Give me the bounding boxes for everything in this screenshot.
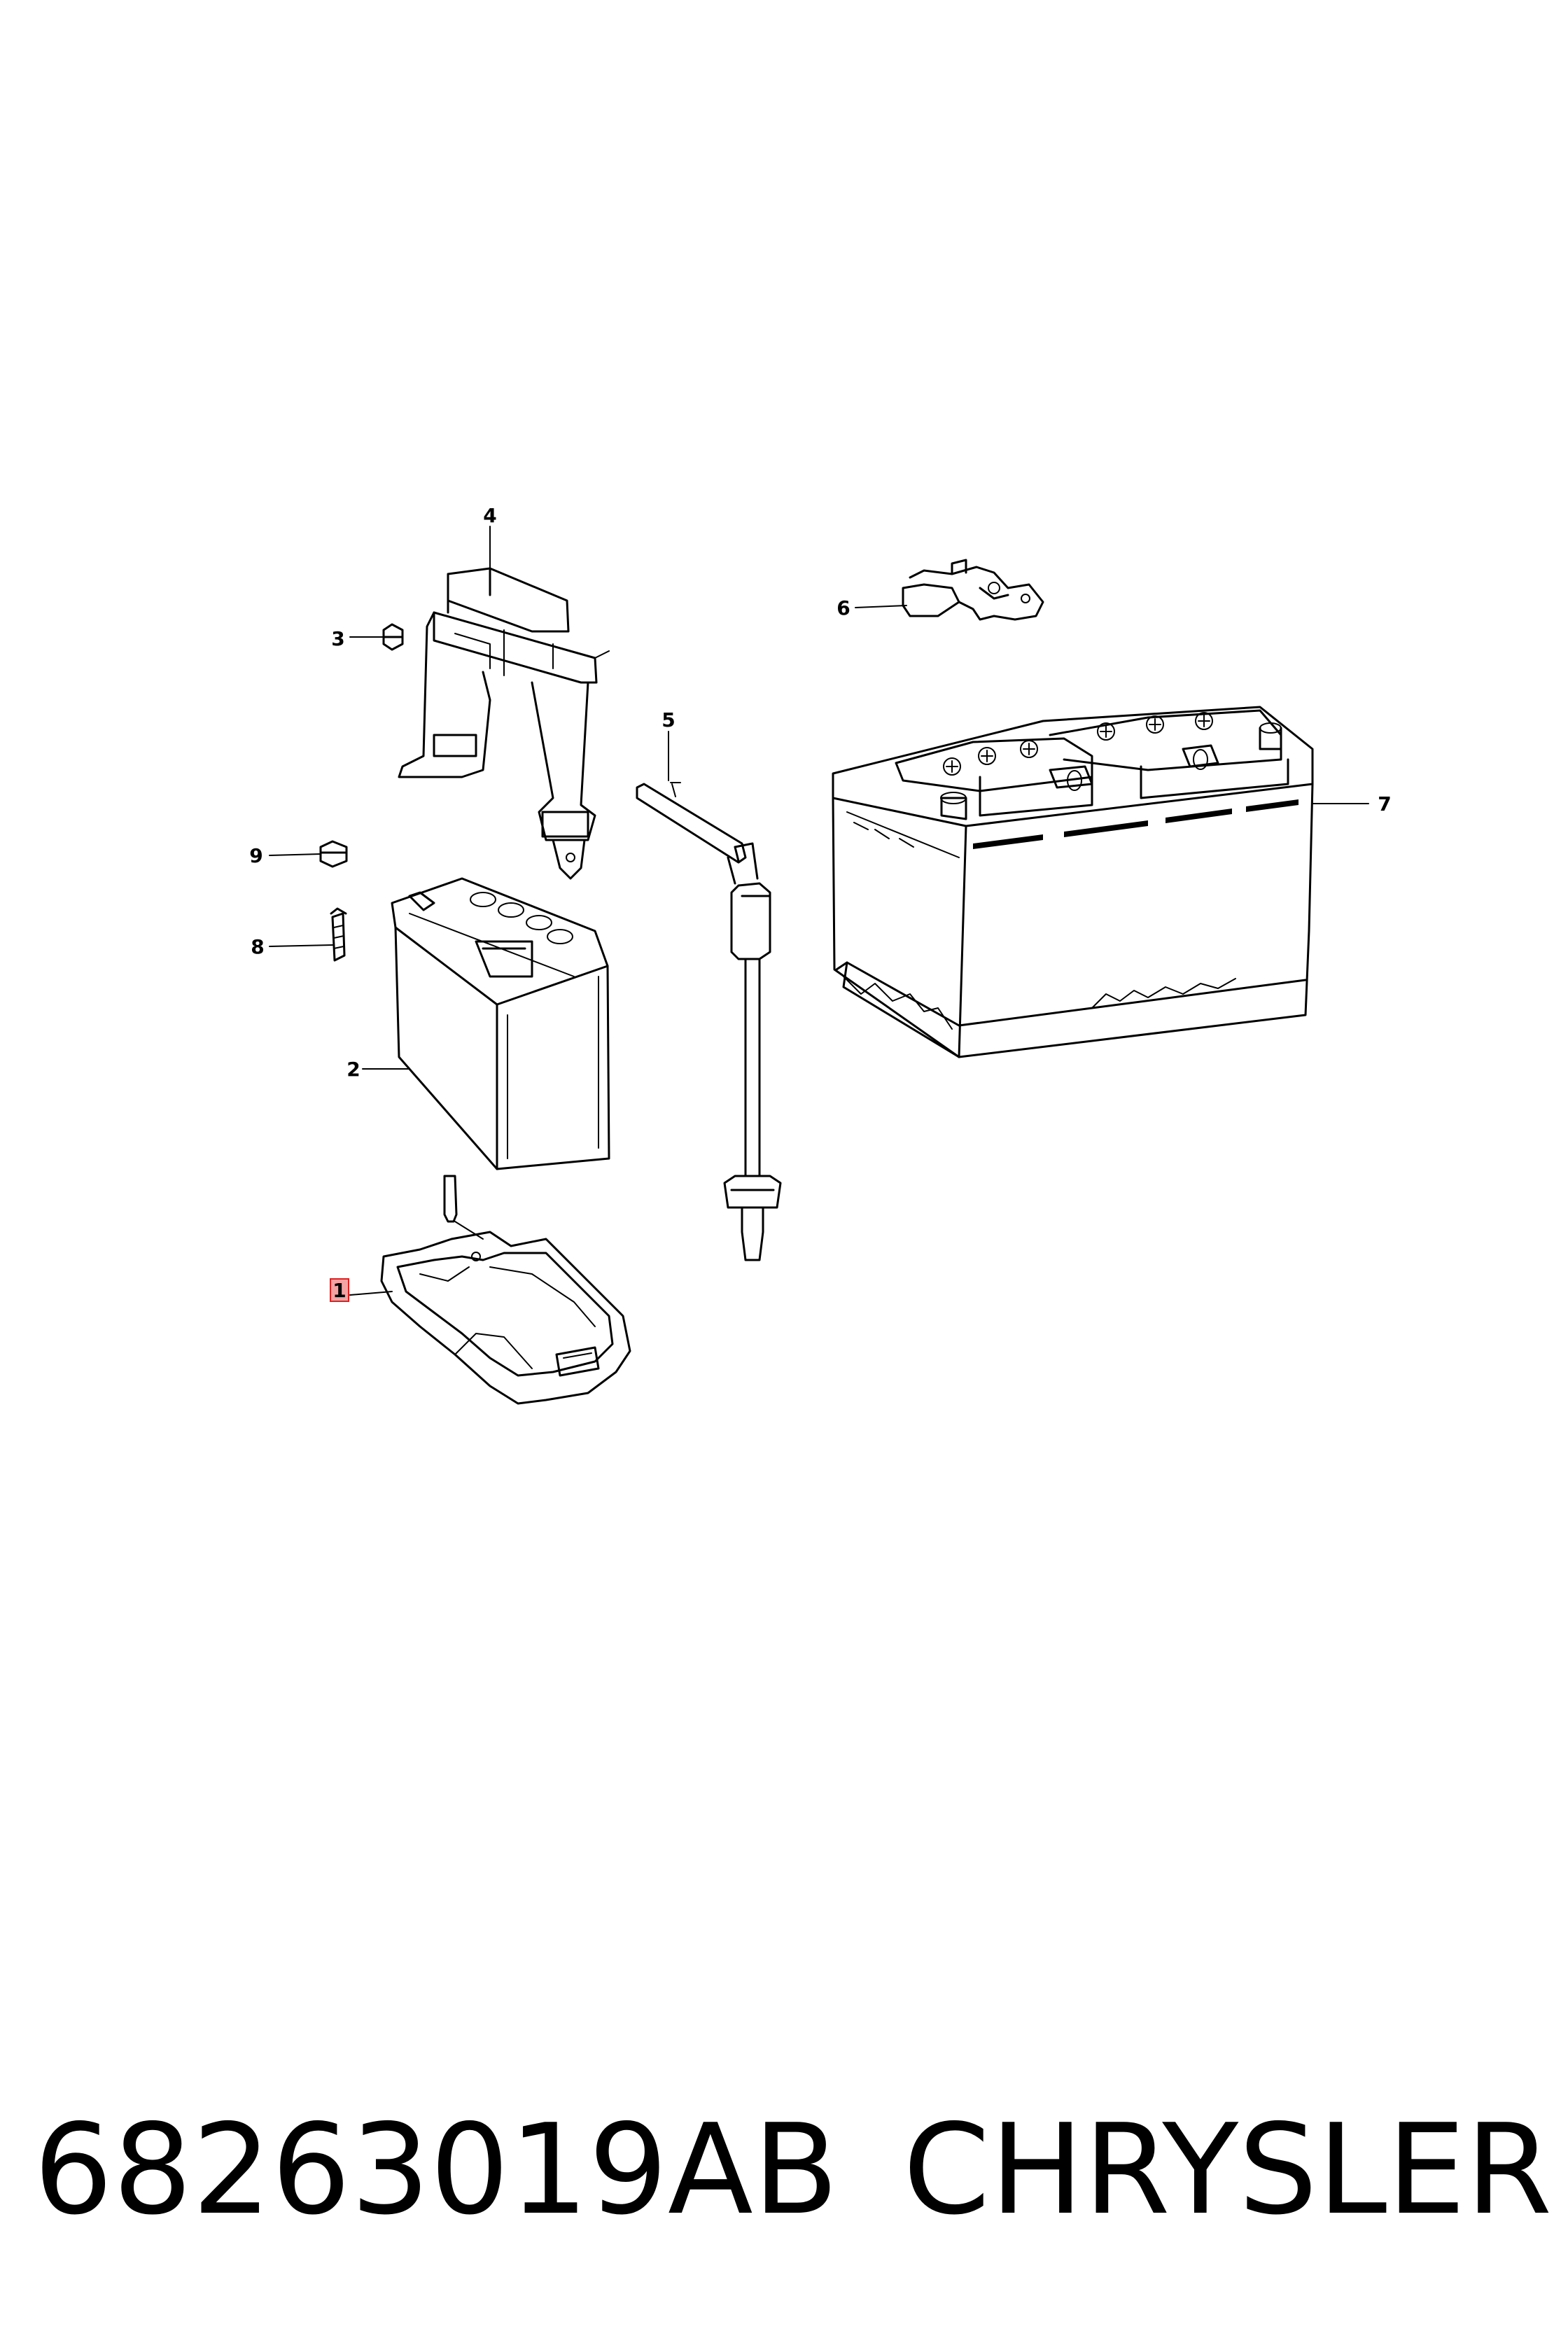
callout-1-highlight	[330, 1278, 349, 1302]
leader-6	[855, 605, 907, 608]
part-hold-down-bracket	[398, 567, 610, 880]
part-large-battery	[832, 706, 1314, 1058]
brand-name: CHRYSLER	[903, 2097, 1553, 2242]
callout-6[interactable]: 6	[836, 596, 850, 620]
part-rod	[636, 782, 782, 1261]
callout-7[interactable]: 7	[1378, 792, 1391, 816]
leader-lines	[269, 526, 1369, 1296]
part-terminal-connector	[902, 559, 1044, 621]
part-nut-3	[382, 623, 404, 651]
callout-2[interactable]: 2	[346, 1058, 360, 1081]
callout-5[interactable]: 5	[662, 708, 675, 732]
footer-caption: 68263019AB CHRYSLER	[0, 2072, 1568, 2268]
callouts: 1 2 3 4 5 6 7 8 9	[249, 504, 1392, 1302]
callout-1[interactable]: 1	[332, 1279, 346, 1302]
part-small-battery	[391, 877, 610, 1170]
callout-4[interactable]: 4	[483, 504, 496, 527]
leader-8	[269, 944, 333, 947]
callout-9[interactable]: 9	[249, 844, 262, 867]
part-stud	[330, 907, 347, 962]
callout-3[interactable]: 3	[331, 627, 344, 650]
callout-8[interactable]: 8	[251, 935, 264, 958]
leader-9	[269, 853, 321, 856]
part-battery-tray	[380, 1175, 631, 1405]
leader-1	[349, 1291, 393, 1296]
part-number: 68263019AB	[34, 2097, 839, 2242]
part-nut-9	[319, 840, 348, 868]
